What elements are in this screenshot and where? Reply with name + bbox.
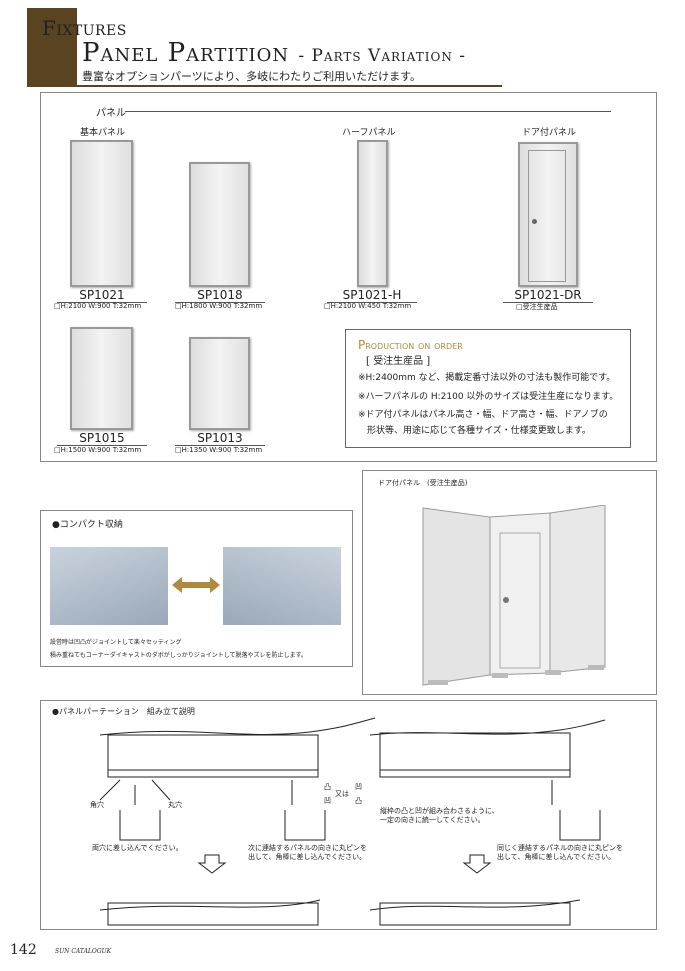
group-basic-label: 基本パネル	[80, 128, 126, 138]
product-spec: □H:2100 W:450 T:32mm	[324, 302, 412, 310]
assembly-box	[40, 700, 657, 930]
production-subtitle: [ 受注生産品 ]	[366, 356, 431, 367]
compact-title: ●コンパクト収納	[52, 520, 123, 530]
production-on-order-box: Production on order [ 受注生産品 ] ※H:2400mm …	[345, 329, 631, 448]
category-label: Fixtures	[42, 16, 127, 40]
title-text: Panel Partition	[82, 38, 290, 68]
page-number: 142	[10, 942, 37, 958]
compact-desc: 積み重ねてもコーナーダイキャストのダボがしっかりジョイントして脱落やズレを防止し…	[50, 652, 307, 659]
group-half-label: ハーフパネル	[342, 128, 396, 138]
panel-sp1021h-image	[357, 140, 388, 287]
round-hole-label: 丸穴	[168, 801, 182, 809]
door-panel-photo	[422, 505, 606, 686]
production-title: Production on order	[358, 338, 463, 352]
section-label: パネル	[96, 108, 126, 119]
corner-joint-photo-joined	[223, 547, 341, 625]
corner-joint-photo-stacked	[50, 547, 168, 625]
door-photo-caption: ドア付パネル (受注生産品)	[378, 479, 468, 487]
assembly-step: 次に連結するパネルの向きに丸ピンを	[248, 844, 367, 852]
production-note: 形状等、用途に応じて各種サイズ・仕様変更致します。	[358, 426, 591, 436]
brand-block	[27, 8, 77, 86]
assembly-title: ●パネルパーテーション 組み立て説明	[52, 707, 195, 716]
product-spec: □H:1500 W:900 T:32mm	[54, 446, 142, 454]
convex-label: 凸	[355, 797, 362, 805]
concave-label: 凹	[355, 783, 362, 791]
panel-sp1018-image	[189, 162, 250, 287]
production-note: ※H:2400mm など、掲載定番寸法以外の寸法も製作可能です。	[358, 373, 616, 383]
product-code: SP1021	[57, 288, 147, 303]
door-knob-icon	[532, 219, 537, 224]
product-spec: □H:2100 W:900 T:32mm	[54, 302, 142, 310]
assembly-step: 同じく連結するパネルの向きに丸ピンを	[497, 844, 623, 852]
product-code: SP1018	[175, 288, 265, 303]
page-title: Panel Partition - Parts Variation -	[82, 38, 466, 68]
or-label: 又は	[335, 790, 349, 798]
assembly-step: 出して、角棒に差し込んでください。	[497, 853, 616, 861]
header-rule	[27, 85, 502, 87]
compact-desc: 設営時は凹凸がジョイントして楽々セッティング	[50, 639, 182, 646]
catalog-name: SUN CATALOGUK	[55, 948, 112, 955]
assembly-step: 出して、角棒に差し込んでください。	[248, 853, 367, 861]
production-note: ※ドア付パネルはパネル高さ・幅、ドア高さ・幅、ドアノブの	[358, 410, 608, 420]
subtitle-en: - Parts Variation -	[298, 46, 467, 66]
product-spec: □H:1800 W:900 T:32mm	[175, 302, 263, 310]
assembly-note: 一定の向きに統一してください。	[380, 816, 485, 824]
door-outline	[528, 150, 566, 282]
assembly-step: 両穴に差し込んでください。	[92, 844, 183, 852]
production-note: ※ハーフパネルの H:2100 以外のサイズは受注生産になります。	[358, 392, 619, 402]
page-subtitle: 豊富なオプションパーツにより、多岐にわたりご利用いただけます。	[82, 70, 422, 83]
panel-sp1015-image	[70, 327, 133, 430]
square-hole-label: 角穴	[90, 801, 104, 809]
convex-label: 凸	[324, 783, 331, 791]
product-spec: □受注生産品	[516, 303, 558, 311]
section-rule	[125, 111, 611, 112]
concave-label: 凹	[324, 797, 331, 805]
double-arrow-icon	[172, 577, 220, 593]
product-code: SP1021-H	[327, 288, 417, 303]
assembly-note: 縦枠の凸と凹が組み合わさるように、	[380, 807, 499, 815]
assembly-diagram	[99, 717, 606, 926]
panel-sp1021dr-image	[518, 142, 578, 287]
group-door-label: ドア付パネル	[522, 128, 577, 138]
product-code: SP1021-DR	[503, 288, 593, 303]
panel-sp1013-image	[189, 337, 250, 430]
product-code: SP1015	[57, 431, 147, 446]
panel-sp1021-image	[70, 140, 133, 287]
product-code: SP1013	[175, 431, 265, 446]
product-spec: □H:1350 W:900 T:32mm	[175, 446, 263, 454]
